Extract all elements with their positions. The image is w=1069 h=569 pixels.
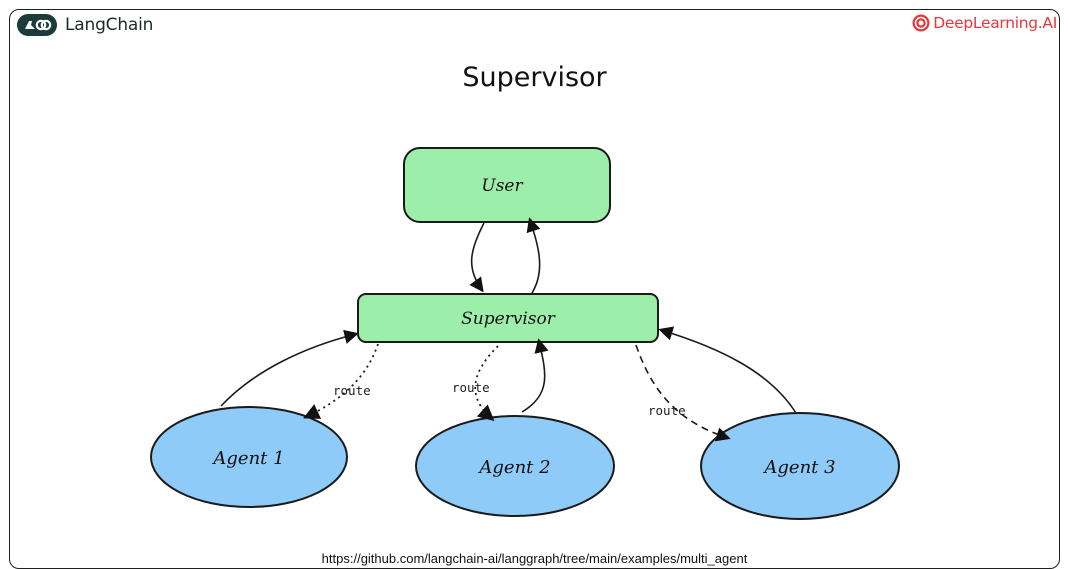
edge-route-to-agent3: [635, 344, 731, 442]
edge-agent3-to-supervisor: [658, 326, 797, 414]
page-title: Supervisor: [462, 62, 607, 93]
agent-3-node: Agent 3: [700, 412, 900, 520]
supervisor-node-label: Supervisor: [461, 309, 556, 329]
deeplearning-ai-icon: [912, 14, 930, 32]
edge-route-to-agent1: [303, 343, 379, 419]
route-label-agent2: route: [452, 380, 490, 395]
edge-user-to-supervisor: [469, 222, 485, 293]
supervisor-node: Supervisor: [357, 293, 659, 343]
edge-supervisor-to-user: [526, 217, 541, 294]
langchain-wordmark: LangChain: [65, 15, 154, 35]
edge-agent1-to-supervisor: [220, 329, 359, 407]
agent-1-node-label: Agent 1: [211, 448, 284, 469]
agent-1-node: Agent 1: [150, 406, 348, 508]
user-node: User: [403, 147, 611, 223]
edge-agent2-to-supervisor: [521, 338, 549, 413]
route-label-agent3: route: [648, 403, 686, 418]
agent-3-node-label: Agent 3: [762, 457, 835, 478]
deeplearning-ai-logo: DeepLearning.AI: [912, 14, 1057, 32]
deeplearning-ai-wordmark: DeepLearning.AI: [933, 14, 1057, 32]
user-node-label: User: [481, 176, 523, 196]
route-label-agent1: route: [333, 383, 371, 398]
agent-2-node: Agent 2: [415, 415, 615, 517]
user-node-box: [403, 147, 611, 223]
langchain-logo: LangChain: [17, 14, 153, 36]
langchain-parrot-link-icon: [17, 14, 57, 36]
agent-1-node-ellipse: [150, 406, 348, 508]
agent-2-node-label: Agent 2: [477, 457, 550, 478]
agent-3-node-ellipse: [700, 412, 900, 520]
supervisor-node-box: [357, 293, 659, 343]
agent-2-node-ellipse: [415, 415, 615, 517]
source-url[interactable]: https://github.com/langchain-ai/langgrap…: [321, 551, 748, 566]
